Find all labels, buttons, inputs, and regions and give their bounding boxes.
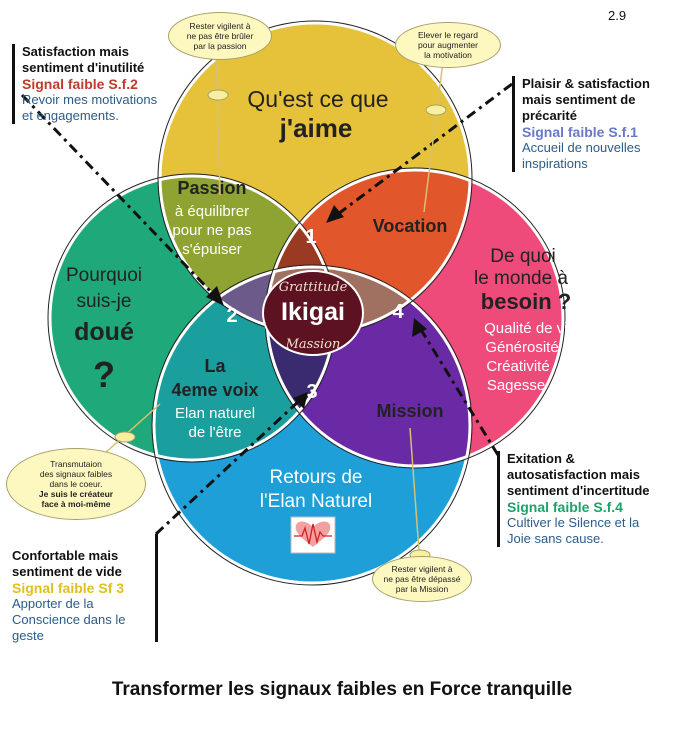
note-sf3-head-0: Confortable mais [12,548,119,563]
right-item-2: Créativité [486,358,549,375]
region-mission [267,267,470,466]
note-sf4-head-2: sentiment d'incertitude [507,483,650,498]
passion-title: Passion [177,178,246,198]
left-line2: suis-je [77,291,132,312]
note-sf1-desc-1: inspirations [522,156,588,171]
note-sf4-head-1: autosatisfaction mais [507,467,640,482]
right-item-1: Générosité [485,339,558,356]
note-sf4-desc-0: Cultiver le Silence et la [507,515,640,530]
voix-line-0: Elan naturel [175,405,255,422]
right-item-0: Qualité de vie [484,320,576,337]
bubble-left: Transmutaion des signaux faibles dans le… [6,448,146,520]
voix-title2: 4eme voix [171,380,258,400]
note-sf1: Plaisir & satisfaction mais sentiment de… [512,76,682,172]
left-line3: doué [74,318,134,346]
right-line3: besoin ? [481,289,571,314]
note-sf2-desc-0: Revoir mes motivations [22,92,158,107]
note-sf3-desc-0: Apporter de la [12,596,94,611]
top-line1: Qu'est ce que [247,86,388,112]
footer-title: Transformer les signaux faibles en Force… [111,679,573,700]
bottom-line1: Retours de [270,467,363,488]
passion-line-1: pour ne pas [172,222,251,239]
bubble-bottom: Rester vigilent à ne pas être dépassé pa… [372,556,472,602]
right-line1: De quoi [490,246,556,267]
note-sf3-desc-2: geste [12,628,44,643]
note-sf4-desc-1: Joie sans cause. [507,531,604,546]
center-top-label: Grattitude [279,280,348,295]
note-sf3-head-1: sentiment de vide [12,564,122,579]
arrow-sf3 [154,398,302,536]
note-sf3-signal: Signal faible Sf 3 [12,580,125,596]
note-sf2-head-0: Satisfaction mais [22,44,129,59]
right-line2: le monde à [474,268,568,289]
note-sf2-signal: Signal faible S.f.2 [22,76,138,92]
number-1: 1 [305,226,316,248]
bubble-top-right: Elever le regard pour augmenter la motiv… [395,22,501,68]
note-sf1-desc-0: Accueil de nouvelles [522,140,641,155]
vocation-title: Vocation [373,216,448,236]
note-sf1-head-2: précarité [522,108,577,123]
note-sf3: Confortable mais sentiment de vide Signa… [12,548,162,644]
left-line1: Pourquoi [66,265,142,286]
number-4: 4 [392,301,404,323]
page-number: 2.9 [608,8,627,23]
arrow-sf2 [20,93,216,297]
note-sf4: Exitation & autosatisfaction mais sentim… [497,451,684,547]
note-sf2-desc-1: et engagements. [22,108,119,123]
arrow-sf4 [418,327,500,456]
bubble-top-left: Rester vigilent à ne pas être brûler par… [168,12,272,60]
right-item-3: Sagesse [487,377,545,394]
note-sf2-head-1: sentiment d'inutilité [22,60,145,75]
voix-line-1: de l'être [189,424,242,441]
note-sf1-head-1: mais sentiment de [522,92,636,107]
note-sf4-signal: Signal faible S.f.4 [507,499,623,515]
top-line2: j'aime [279,113,353,143]
number-3: 3 [306,381,317,403]
note-sf2: Satisfaction mais sentiment d'inutilité … [12,44,192,124]
note-sf3-desc-1: Conscience dans le [12,612,126,627]
note-sf4-head-0: Exitation & [507,451,575,466]
passion-line-2: s'épuiser [182,241,242,258]
note-sf1-head-0: Plaisir & satisfaction [522,76,650,91]
number-2: 2 [226,305,237,327]
bottom-line2: l'Elan Naturel [260,491,372,512]
center-bottom-label: Massion [285,337,341,352]
arrow-sf1 [337,82,513,216]
voix-title1: La [204,356,226,376]
heart-icon [290,516,336,554]
note-sf1-signal: Signal faible S.f.1 [522,124,638,140]
center-main-label: Ikigai [281,298,345,326]
ikigai-center [262,270,364,356]
left-line4: ? [93,354,115,395]
passion-line-0: à équilibrer [175,203,249,220]
mission-title: Mission [376,401,443,421]
note-sf3-bar [155,534,158,642]
